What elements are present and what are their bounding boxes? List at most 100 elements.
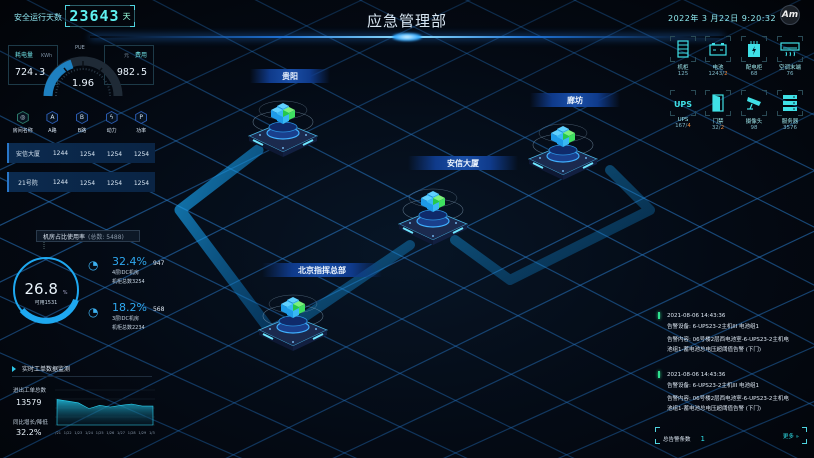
usage-ring-available: 可用1531	[34, 300, 58, 306]
svg-text:1/23: 1/23	[74, 431, 82, 435]
svg-text:1/21: 1/21	[55, 431, 61, 435]
header-b-route: B B路	[70, 111, 94, 134]
alarm-indicator	[658, 312, 660, 319]
server-icon	[777, 90, 803, 116]
cell-b: 1254	[79, 150, 96, 158]
device-count: 167/4	[675, 123, 691, 129]
total-alarms-label: 总告警条数	[663, 437, 691, 443]
safe-days-counter: 23643 天	[65, 5, 135, 27]
air-conditioner-icon	[777, 36, 803, 62]
device-name: 机柜	[677, 65, 689, 71]
header-a-route: A A路	[40, 111, 64, 134]
header-power: ϟ 动力	[100, 111, 124, 134]
room-table-header: ◎ 房间名称 A A路 B B路 ϟ 动力 P 功率	[8, 111, 156, 134]
power-unit: KWh	[41, 53, 53, 59]
cost-unit: 元	[123, 53, 129, 59]
device-name: UPS	[677, 117, 689, 123]
ups-icon: UPS	[670, 90, 696, 116]
location-icon: ◎	[16, 111, 29, 124]
cell-watt: 1254	[133, 179, 150, 187]
datacenter-platform-icon	[528, 123, 598, 180]
orders-label: 进出工单总数	[13, 388, 47, 394]
device-name: 门禁	[712, 119, 724, 125]
cell-a: 1244	[52, 178, 69, 186]
header-room-name: ◎ 房间名称	[11, 111, 35, 134]
device-name: 空调末端	[778, 65, 801, 71]
header-wattage: P 功率	[129, 111, 153, 134]
title-glow-core	[392, 33, 422, 41]
map-node-label: 安信大厦	[408, 156, 518, 170]
device-count: 68	[750, 71, 758, 77]
map-node-datacenter[interactable]	[253, 286, 333, 356]
map-node-label: 贵阳	[250, 69, 330, 83]
usage-ring	[13, 242, 79, 324]
p-icon: P	[135, 111, 148, 124]
svg-text:1/29: 1/29	[138, 431, 146, 435]
usage-total: (总数: 5488)	[88, 233, 124, 241]
svg-text:1/26: 1/26	[106, 431, 114, 435]
datetime: 2022年 3 月22日 9:20:32	[668, 14, 777, 23]
cost-label: 费用	[134, 52, 147, 59]
svg-text:1/22: 1/22	[64, 431, 72, 435]
map-node-datacenter[interactable]	[243, 92, 323, 162]
power-value: 724.3	[15, 67, 46, 78]
alarm-item[interactable]: 2021-08-06 14:43:36 告警设备: 6-UPS23-2主机III…	[658, 371, 808, 414]
usage-title-tag: 机房占比使用率 (总数: 5488)	[36, 230, 140, 242]
rack-icon	[670, 36, 696, 62]
divider	[12, 376, 152, 377]
battery-icon	[705, 36, 731, 62]
monitor-title: 实时工单数据监测	[12, 364, 70, 373]
alarm-item[interactable]: 2021-08-06 14:43:36 告警设备: 6-UPS23-2主机III…	[658, 312, 808, 355]
table-row[interactable]: 安信大厦 1244 1254 1254 1254	[7, 143, 155, 163]
cell-power: 1254	[106, 150, 123, 158]
cell-power: 1254	[106, 179, 123, 187]
svg-text:1/27: 1/27	[117, 431, 125, 435]
map-node-datacenter[interactable]	[523, 115, 603, 185]
usage-title: 机房占比使用率	[43, 233, 86, 241]
pie-chart-icon: ◔	[88, 305, 99, 319]
usage-ring-value: 26.8 %	[24, 280, 68, 298]
device-name: 服务器	[781, 119, 799, 125]
svg-text:UPS: UPS	[674, 100, 692, 109]
device-count: 125	[677, 71, 689, 77]
growth-value: 32.2%	[16, 428, 42, 437]
svg-text:1/24: 1/24	[85, 431, 94, 435]
cell-watt: 1254	[133, 150, 150, 158]
door-icon	[705, 90, 731, 116]
user-avatar[interactable]: Am	[780, 5, 800, 25]
device-name: 配电柜	[745, 65, 763, 71]
pue-value: 1.96	[71, 78, 95, 89]
table-row[interactable]: 21号院 1244 1254 1254 1254	[7, 172, 155, 192]
safe-days-value: 23643	[69, 7, 120, 25]
cell-room-name: 21号院	[18, 179, 38, 187]
svg-text:1/30: 1/30	[149, 431, 155, 435]
pie-chart-icon: ◔	[88, 258, 99, 272]
power-consumption-card: 耗电量 KWh 724.3	[8, 45, 58, 85]
pue-label: PUE	[75, 45, 85, 51]
cell-b: 1254	[79, 179, 96, 187]
pue-gauge	[43, 56, 123, 97]
page-title: 应急管理部	[366, 12, 447, 30]
cell-a: 1244	[52, 149, 69, 157]
map-node-label: 北京指挥总部	[262, 263, 382, 277]
a-icon: A	[46, 111, 59, 124]
device-count: 76	[786, 71, 794, 77]
map-node-datacenter[interactable]	[393, 180, 473, 250]
power-cabinet-icon	[741, 36, 767, 62]
cell-room-name: 安信大厦	[15, 150, 40, 158]
more-link[interactable]: 更多 »	[782, 433, 799, 440]
triangle-icon	[12, 365, 16, 372]
device-name: 摄像头	[745, 119, 763, 125]
datacenter-platform-icon	[248, 100, 318, 157]
orders-value: 13579	[16, 398, 42, 407]
